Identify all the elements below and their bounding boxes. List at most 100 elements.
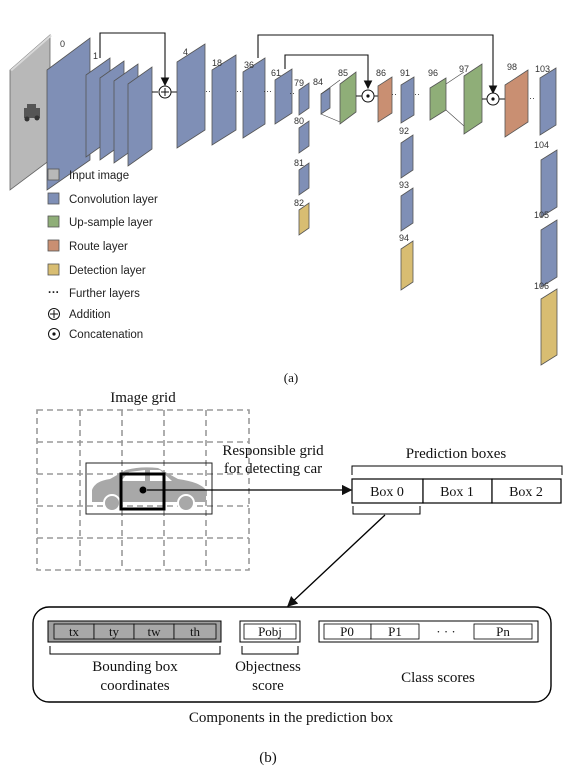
conv-layer-103 (539, 67, 557, 136)
detection-swatch-icon (47, 263, 60, 276)
car-bounding-box (85, 462, 213, 515)
layer-label-92: 92 (399, 126, 409, 136)
legend-label-upsample: Up-sample layer (69, 217, 153, 229)
image-grid-title: Image grid (110, 390, 176, 406)
conv-layer-92 (400, 134, 414, 179)
legend-label-route: Route layer (69, 241, 128, 253)
addition-icon (48, 308, 60, 320)
conv-layer-1d (127, 66, 153, 167)
bbox-coords-group: tx ty tw th (47, 620, 222, 643)
layer-label-79: 79 (294, 78, 304, 88)
layer-label-103: 103 (535, 64, 550, 74)
conv-layer-79 (298, 82, 310, 116)
layer-label-1: 1 (93, 51, 98, 61)
layer-label-80: 80 (294, 116, 304, 126)
addition-node (158, 85, 172, 99)
conv-layer-96 (429, 77, 447, 121)
arrow-to-components (287, 514, 386, 607)
layer-label-93: 93 (399, 180, 409, 190)
class-scores-label: Class scores (401, 670, 475, 686)
concatenation-node-1 (361, 89, 375, 103)
layer-label-81: 81 (294, 158, 304, 168)
conv-layer-93 (400, 187, 414, 232)
svg-text:··: ·· (289, 88, 295, 98)
layer-label-98: 98 (507, 62, 517, 72)
input-image-layer (9, 34, 52, 191)
objectness-label-line1: Objectness (235, 659, 301, 675)
conv-layer-84 (320, 87, 331, 115)
pobj-group: Pobj (239, 620, 301, 643)
svg-text:···: ··· (205, 86, 214, 96)
legend-label-input: Input image (69, 170, 129, 182)
detection-layer-106 (540, 288, 558, 366)
layer-label-96: 96 (428, 68, 438, 78)
car-center-point (139, 486, 147, 494)
concatenation-node-2 (486, 92, 500, 106)
network-architecture: 0 1 4 ··· 18 ··· 36 ··· 61 ·· (9, 32, 558, 366)
layer-label-94: 94 (399, 233, 409, 243)
legend-label-further: Further layers (69, 288, 140, 300)
svg-text:···: ··· (263, 86, 272, 96)
conv-layer-91 (400, 76, 415, 124)
class-scores-group: P0 P1 · · · Pn (318, 620, 539, 643)
caption-a: (a) (284, 370, 298, 385)
components-caption: Components in the prediction box (189, 710, 394, 726)
box-1-label: Box 1 (440, 485, 474, 500)
dots-icon: ··· (48, 287, 60, 299)
box-2-label: Box 2 (509, 485, 543, 500)
conv-layer-61 (274, 68, 293, 125)
svg-text:··: ·· (414, 89, 420, 99)
bbox-label-line2: coordinates (100, 678, 169, 694)
layer-label-106: 106 (534, 281, 549, 291)
layer-label-91: 91 (400, 68, 410, 78)
bbox-brace (49, 646, 221, 655)
prediction-boxes: Box 0 Box 1 Box 2 (351, 478, 562, 504)
legend-label-detection: Detection layer (69, 265, 146, 277)
route-layer-98 (504, 69, 529, 138)
route-layer-86 (377, 76, 393, 123)
responsible-grid-cell (119, 472, 166, 511)
upsample-swatch-icon (47, 215, 60, 228)
legend: Input image Convolution layer Up-sample … (47, 168, 158, 341)
class-dots: · · · (436, 624, 456, 639)
legend-label-conv: Convolution layer (69, 194, 158, 206)
svg-text:···: ··· (236, 86, 245, 96)
coord-th: th (190, 624, 201, 639)
layer-label-86: 86 (376, 68, 386, 78)
detection-layer-94 (400, 240, 414, 291)
input-swatch-icon (47, 168, 60, 181)
conv-layer-80 (298, 120, 310, 154)
legend-label-concatenation: Concatenation (69, 329, 143, 341)
coord-tw: tw (148, 624, 162, 639)
pobj-brace (241, 646, 299, 655)
layer-label-82: 82 (294, 198, 304, 208)
coord-tx: tx (69, 624, 80, 639)
conv-layer-18 (211, 54, 237, 146)
components-container (32, 606, 552, 703)
box0-brace (352, 506, 421, 515)
layer-label-105: 105 (534, 210, 549, 220)
conv-layer-104 (540, 149, 558, 218)
layer-label-97: 97 (459, 64, 469, 74)
caption-b: (b) (259, 750, 277, 766)
bbox-label-line1: Bounding box (92, 659, 178, 675)
pobj-label: Pobj (258, 624, 282, 639)
layer-label-84: 84 (313, 77, 323, 87)
box-0-label: Box 0 (370, 485, 404, 500)
upsample-layer-85 (339, 71, 357, 125)
svg-text:··: ·· (529, 93, 535, 103)
conv-layer-4 (176, 43, 206, 149)
prediction-boxes-brace (351, 465, 563, 475)
upsample-layer-97 (463, 63, 483, 135)
prediction-boxes-title: Prediction boxes (406, 446, 507, 462)
conv-layer-81 (298, 162, 310, 196)
svg-text:··: ·· (391, 89, 397, 99)
car-icon (24, 104, 40, 122)
objectness-label-line2: score (252, 678, 284, 694)
conv-layer-0 (46, 37, 91, 191)
layer-label-4: 4 (183, 47, 188, 57)
conv-swatch-icon (47, 192, 60, 205)
layer-label-104: 104 (534, 140, 549, 150)
layer-label-36: 36 (244, 60, 254, 70)
coord-ty: ty (109, 624, 120, 639)
